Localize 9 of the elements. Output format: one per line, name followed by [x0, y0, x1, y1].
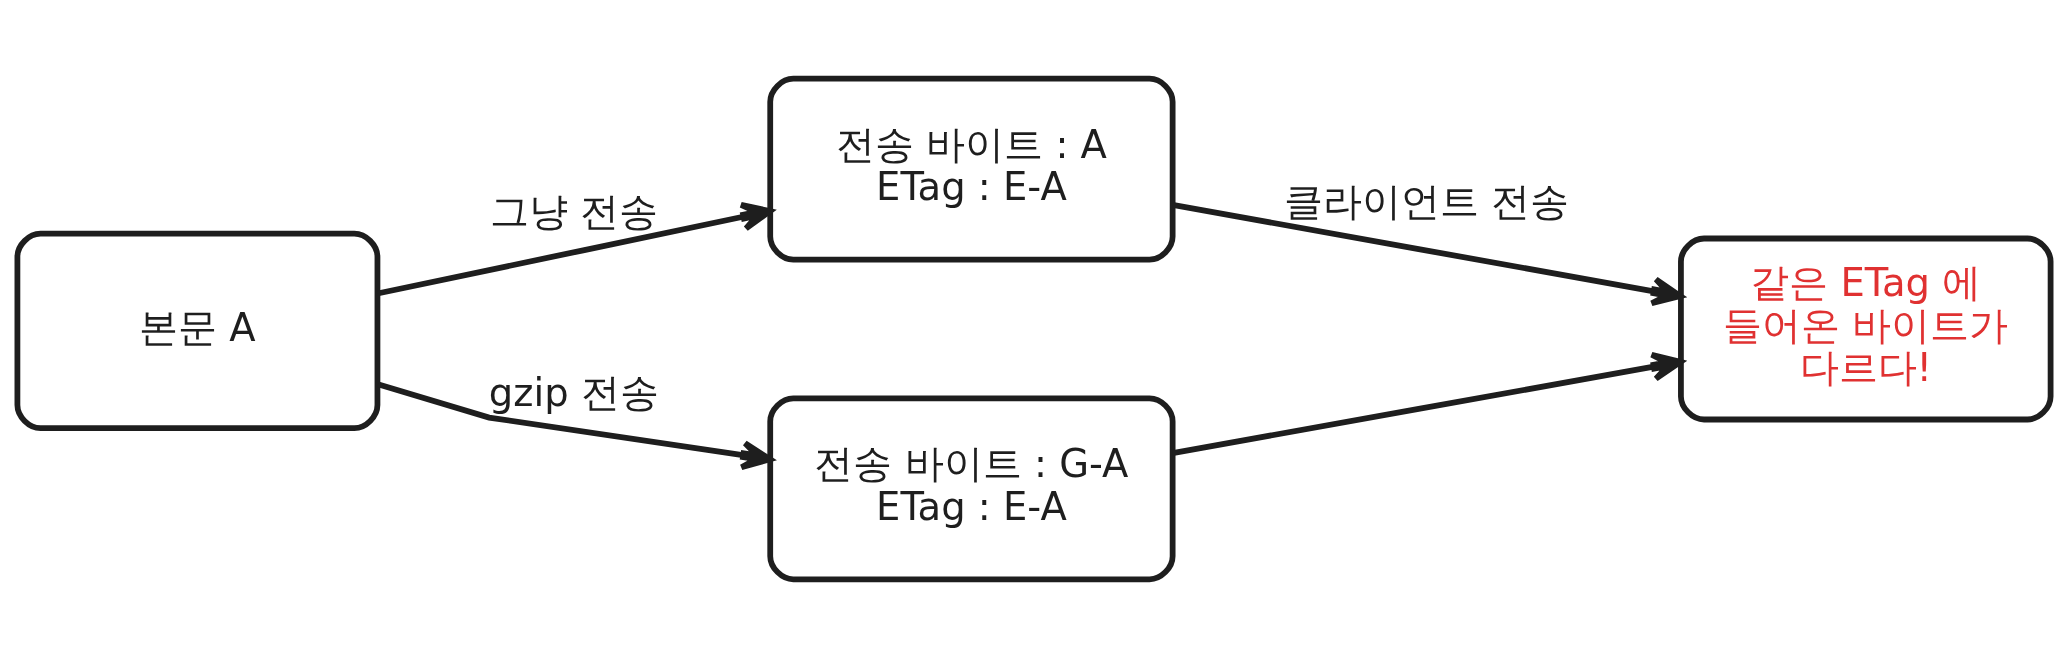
node-box: 같은 ETag 에 들어온 바이트가 다르다! — [1678, 235, 2054, 423]
node-box: 전송 바이트 : A ETag : E-A — [767, 75, 1176, 263]
node-box: 전송 바이트 : G-A ETag : E-A — [767, 395, 1176, 583]
edge-label: gzip 전송 — [488, 370, 659, 416]
arrow — [1172, 202, 1684, 307]
node-box: 본문 A — [14, 230, 381, 432]
edge-label: 클라이언트 전송 — [1284, 179, 1570, 225]
arrow — [1172, 351, 1684, 456]
edge-label: 그냥 전송 — [489, 189, 658, 235]
